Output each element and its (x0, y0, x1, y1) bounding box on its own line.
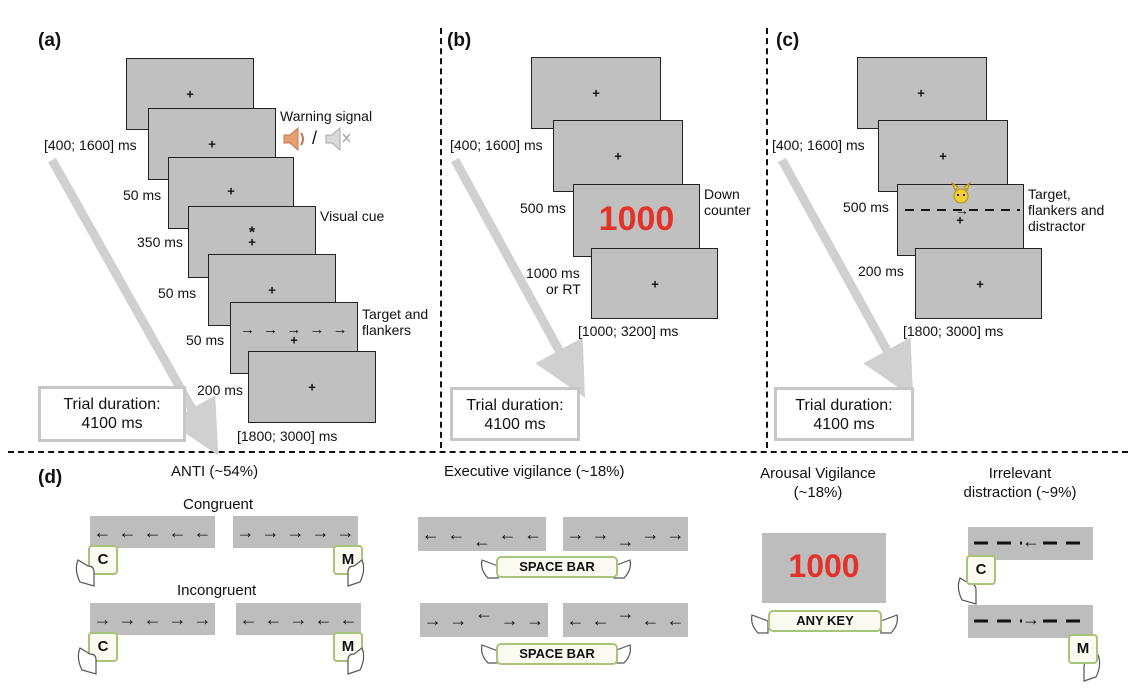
trial-duration-a-label: Trial duration: (63, 396, 161, 413)
label-anti: ANTI (~54%) (171, 463, 259, 480)
fixation-b1: + (592, 85, 600, 101)
anti-incongruent-right-strip: ←←→←← (236, 603, 361, 635)
trial-duration-b-value: 4100 ms (484, 416, 546, 433)
time-arrow-b (451, 157, 585, 398)
label-a-350ms: 350 ms (137, 234, 183, 250)
trial-duration-b-label: Trial duration: (466, 397, 564, 414)
label-b-final: [1000; 3200] ms (578, 323, 679, 339)
screen-c2 (878, 120, 1008, 192)
av-screen (762, 533, 886, 603)
flanker-arrows-a: → → → → → (240, 321, 350, 338)
fixation-a4: + (248, 234, 256, 250)
label-a-50ms-1: 50 ms (123, 187, 162, 203)
label-incongruent: Incongruent (177, 582, 257, 599)
ird-bottom-arrow: → (1022, 609, 1040, 629)
anti-congruent-left-strip: ←←←←← (90, 516, 215, 548)
fixation-a1: + (186, 86, 194, 102)
label-b-500ms: 500 ms (520, 200, 566, 216)
label-b-iti: [400; 1600] ms (450, 137, 543, 153)
label-b-1000ms: 1000 ms (526, 265, 580, 281)
key-m-ird: M (1068, 634, 1098, 664)
label-c-iti: [400; 1600] ms (772, 137, 865, 153)
label-b-or-rt: or RT (546, 281, 581, 297)
av-counter-value: 1000 (788, 548, 860, 584)
divider-top-bottom (8, 451, 1128, 453)
ev-top-right-strip: →→→→→ (563, 517, 688, 551)
ev-bottom-left-strip: →→←→→ (420, 603, 548, 637)
trial-duration-a: Trial duration: 4100 ms (38, 386, 186, 442)
space-bar-bottom: SPACE BAR (496, 643, 618, 665)
trial-duration-c-label: Trial duration: (795, 397, 893, 414)
fixation-a5: + (268, 282, 276, 298)
label-b-down-counter: Down counter (704, 186, 751, 218)
fixation-b2: + (614, 148, 622, 164)
label-executive-vigilance: Executive vigilance (~18%) (444, 463, 625, 480)
label-a-sep: / (312, 128, 318, 148)
panel-label-c: (c) (776, 30, 800, 51)
visual-cue-star: * (248, 224, 256, 242)
trial-duration-c: Trial duration: 4100 ms (774, 387, 914, 441)
label-c-target-distractor: Target, flankers and distractor (1028, 186, 1105, 234)
any-key: ANY KEY (768, 610, 882, 632)
fixation-c1: + (917, 85, 925, 101)
space-bar-top: SPACE BAR (496, 556, 618, 578)
fixation-a2: + (208, 136, 216, 152)
divider-a-b (440, 28, 442, 448)
label-c-500ms: 500 ms (843, 199, 889, 215)
panel-label-a: (a) (38, 30, 62, 51)
label-a-50ms-2: 50 ms (158, 285, 197, 301)
fixation-b4: + (651, 276, 659, 292)
fixation-a7: + (308, 379, 316, 395)
label-c-200ms: 200 ms (858, 263, 904, 279)
time-arrow-c (778, 157, 914, 398)
fixation-c4: + (976, 276, 984, 292)
divider-b-c (766, 28, 768, 448)
screen-b1 (531, 57, 661, 129)
label-arousal-vigilance: Arousal Vigilance (~18%) (760, 465, 876, 501)
panel-label-b: (b) (447, 30, 472, 51)
fixation-a3: + (227, 183, 235, 199)
label-irrelevant-distraction: Irrelevant distraction (~9%) (963, 465, 1077, 501)
trial-duration-a-value: 4100 ms (81, 415, 143, 432)
screen-b2 (553, 120, 683, 192)
label-c-final: [1800; 3000] ms (903, 323, 1004, 339)
label-a-visual-cue: Visual cue (320, 208, 385, 224)
label-congruent: Congruent (183, 496, 254, 513)
key-c-ird: C (966, 555, 996, 585)
screen-a7 (248, 351, 376, 423)
fixation-c2: + (939, 148, 947, 164)
label-a-target-flankers: Target and flankers (362, 306, 429, 338)
fixation-a6: + (290, 332, 298, 348)
fixation-c3: + (956, 212, 964, 228)
screen-b4 (591, 248, 718, 319)
ev-top-left-strip: ←←←←← (418, 517, 546, 551)
label-a-200ms: 200 ms (197, 382, 243, 398)
panel-label-d: (d) (38, 467, 63, 488)
trial-duration-b: Trial duration: 4100 ms (450, 387, 580, 441)
label-a-50ms-3: 50 ms (186, 332, 225, 348)
label-a-warning: Warning signal (280, 108, 373, 124)
label-a-iti: [400; 1600] ms (44, 137, 137, 153)
ird-top-arrow: ← (1022, 531, 1040, 551)
anti-incongruent-left-strip: →→←→→ (90, 603, 215, 635)
screen-c4 (915, 248, 1042, 319)
label-a-final: [1800; 3000] ms (237, 428, 338, 444)
anti-congruent-right-strip: →→→→→ (233, 516, 358, 548)
target-arrow-c: → (955, 202, 969, 218)
trial-duration-c-value: 4100 ms (813, 416, 875, 433)
ev-bottom-right-strip: ←←→←← (563, 603, 688, 637)
down-counter-value: 1000 (598, 200, 675, 238)
